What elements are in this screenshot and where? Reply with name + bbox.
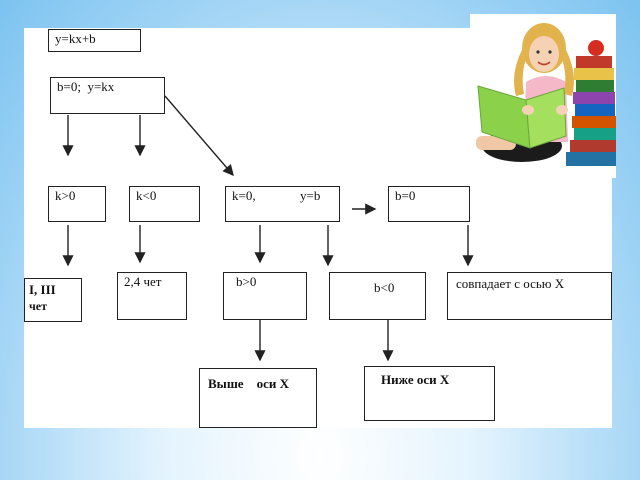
girl-reading-illustration: [476, 23, 616, 166]
quadrants-1-3-text: I, III: [29, 282, 56, 297]
case-b-zero-box: b=0; y=kx: [50, 77, 165, 114]
case-b-zero-text: b=0; y=kx: [57, 79, 115, 94]
k-negative-text: k<0: [136, 188, 157, 203]
quadrants-2-4-box: 2,4 чет: [117, 272, 187, 320]
below-x-axis-box: Ниже оси X: [364, 366, 495, 421]
root-formula-text: y=kx+b: [55, 31, 96, 46]
above-x-axis-text: Выше оси X: [208, 376, 289, 391]
quadrants-2-4-text: 2,4 чет: [124, 274, 162, 289]
above-x-axis-box: Выше оси X: [199, 368, 317, 428]
quadrants-1-3-suffix: чет: [29, 299, 47, 313]
b-negative-box: b<0: [329, 272, 426, 320]
k-positive-box: k>0: [48, 186, 106, 222]
k-zero-box: k=0, y=b: [225, 186, 340, 222]
b-positive-text: b>0: [236, 274, 257, 289]
b-positive-box: b>0: [223, 272, 307, 320]
k-negative-box: k<0: [129, 186, 200, 222]
b-negative-text: b<0: [374, 280, 395, 295]
k-zero-text: k=0,: [232, 188, 256, 203]
quadrants-1-3-box: I, III чет: [24, 278, 82, 322]
b-zero-box: b=0: [388, 186, 470, 222]
arrow-to-k-zero: [164, 95, 234, 177]
b-zero-text: b=0: [395, 188, 416, 203]
coincides-x-axis-text: совпадает с осью X: [456, 276, 565, 291]
k-positive-text: k>0: [55, 188, 76, 203]
coincides-x-axis-box: совпадает с осью X: [447, 272, 612, 320]
root-formula-box: y=kx+b: [48, 29, 141, 52]
below-x-axis-text: Ниже оси X: [381, 372, 450, 387]
k-zero-result-text: y=b: [300, 188, 321, 203]
girl-reading-photo: [470, 14, 616, 178]
